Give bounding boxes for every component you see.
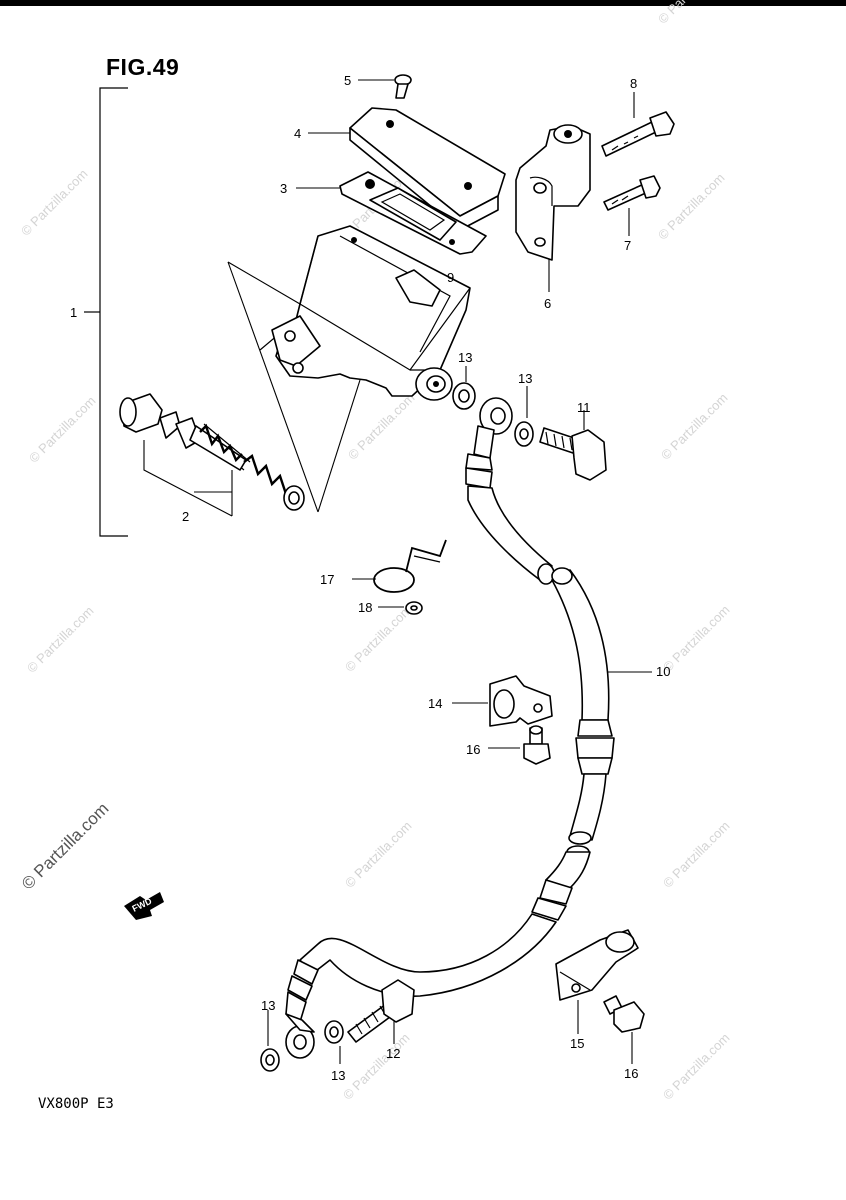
- figure-title: FIG.49: [106, 54, 180, 80]
- washer-13-lower-left: [260, 1048, 280, 1072]
- brake-hose-10: [551, 567, 615, 845]
- hose-clamp-14: [489, 675, 553, 727]
- callout-13-lower-left: 13: [261, 998, 275, 1013]
- callout-3: 3: [280, 181, 287, 196]
- master-cylinder-body: [259, 225, 471, 401]
- forward-arrow-icon: FWD: [124, 892, 164, 920]
- assembly-bracket-1: [84, 87, 128, 537]
- callout-13-bolt: 13: [518, 371, 532, 386]
- callout-12: 12: [386, 1046, 400, 1061]
- callout-9: 9: [447, 270, 454, 285]
- callout-13-lower-right: 13: [331, 1068, 345, 1083]
- callout-labels: 1 2 3 4 5 6 7 8 9 10 11 12 13 13 13 13 1…: [70, 73, 670, 1083]
- bolt-7: [603, 175, 661, 211]
- union-bolt-11: [539, 427, 607, 481]
- piston-kit-2: [119, 393, 305, 511]
- banjo-fitting-lower: [285, 1013, 315, 1059]
- callout-16-lower: 16: [624, 1066, 638, 1081]
- model-code: VX800P E3: [38, 1096, 114, 1112]
- brake-hose-upper-segment: [467, 485, 555, 585]
- callout-10: 10: [656, 664, 670, 679]
- hose-clip-17: [373, 539, 447, 593]
- callout-14: 14: [428, 696, 442, 711]
- union-bolt-12: [347, 979, 415, 1043]
- screw-5: [394, 74, 412, 99]
- brake-hose-lower-segment: [285, 845, 591, 1023]
- bolt-16-upper: [523, 725, 551, 765]
- washer-13-lower-right: [324, 1020, 344, 1044]
- washer-13-bolt: [514, 421, 534, 447]
- callout-15: 15: [570, 1036, 584, 1051]
- callout-6: 6: [544, 296, 551, 311]
- diaphragm-plate-3: [339, 171, 487, 255]
- banjo-fitting-upper: [465, 397, 513, 489]
- callout-5: 5: [344, 73, 351, 88]
- callout-11: 11: [577, 400, 591, 415]
- callout-13-upper: 13: [458, 350, 472, 365]
- bolt-16-lower: [603, 995, 645, 1033]
- callout-7: 7: [624, 238, 631, 253]
- callout-2: 2: [182, 509, 189, 524]
- grommet-18: [405, 601, 423, 615]
- leader-lines: [143, 79, 652, 1064]
- callout-16-upper: 16: [466, 742, 480, 757]
- washer-13-upper: [452, 382, 476, 410]
- callout-17: 17: [320, 572, 334, 587]
- exploded-view-lines: [227, 261, 361, 513]
- top-border: [0, 0, 846, 6]
- hose-clamp-15: [555, 929, 639, 1001]
- callout-18: 18: [358, 600, 372, 615]
- callout-1: 1: [70, 305, 77, 320]
- handlebar-clamp-6: [515, 124, 591, 261]
- reservoir-cap-4: [349, 107, 506, 231]
- bolt-8: [601, 111, 675, 157]
- callout-4: 4: [294, 126, 301, 141]
- callout-8: 8: [630, 76, 637, 91]
